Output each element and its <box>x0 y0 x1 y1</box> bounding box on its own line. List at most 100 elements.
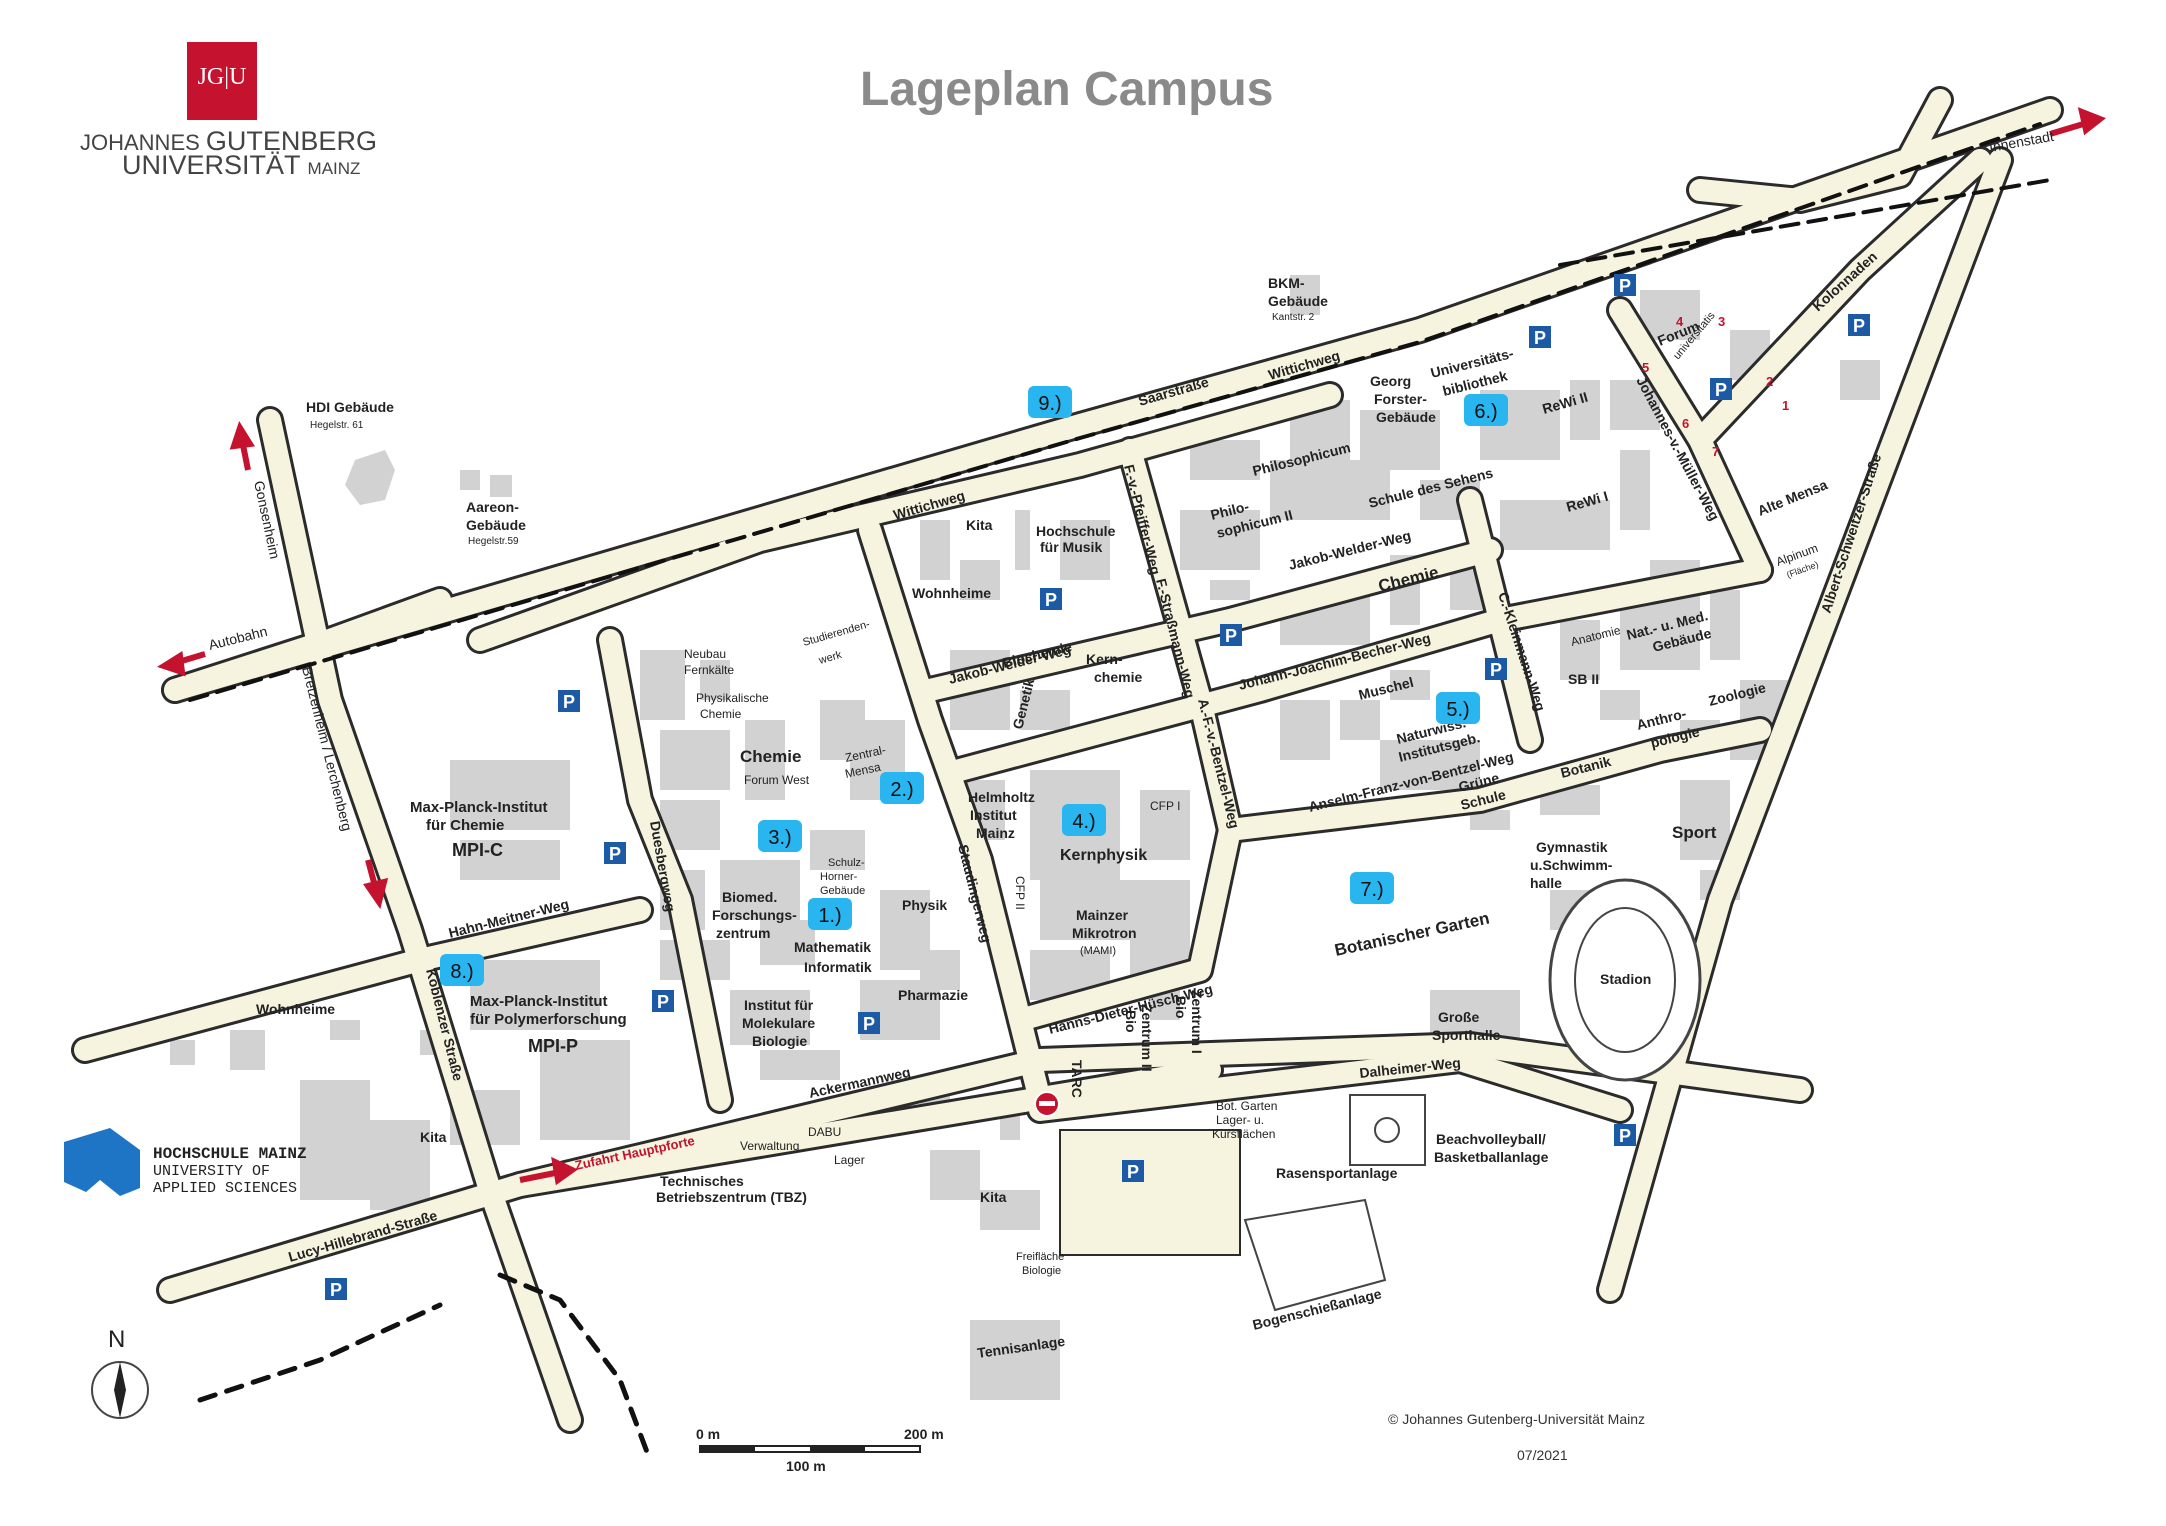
label-freiflaeche: Freifläche <box>1016 1251 1064 1263</box>
label-stadion: Stadion <box>1600 971 1651 987</box>
map-label: P <box>1225 626 1237 646</box>
label-4: 5 <box>1642 360 1649 375</box>
scale-end: 200 m <box>904 1426 944 1442</box>
label-beachvolleyball2: Basketballanlage <box>1434 1149 1549 1165</box>
label-imb2: Molekulare <box>742 1015 815 1031</box>
parking-icon: P <box>604 842 626 864</box>
parking-icon: P <box>1614 1124 1636 1146</box>
label-gymnastik2: u.Schwimm- <box>1530 857 1613 873</box>
arrow-zufahrt-icon <box>519 1156 578 1186</box>
direction-arrows <box>157 107 2106 1186</box>
label-georg-forster2: Forster- <box>1374 391 1427 407</box>
buildings <box>170 275 1880 1400</box>
label-wohnheime-n: Wohnheime <box>912 585 991 601</box>
label-grosse-sporthalle2: Sporthalle <box>1432 1027 1501 1043</box>
label-schulz2: Horner- <box>820 871 858 883</box>
label-kernchemie2: chemie <box>1094 669 1142 685</box>
map-label: P <box>1619 1126 1631 1146</box>
label-kernphysik: Kernphysik <box>1060 847 1147 864</box>
roads <box>71 86 2064 1463</box>
arrow-bretzenheim-icon <box>363 859 389 910</box>
label-neubau: Neubau <box>684 647 726 661</box>
no-entry-icon <box>1034 1091 1060 1117</box>
page-title: Lageplan Campus <box>860 63 1274 116</box>
parking-icon: P <box>325 1278 347 1300</box>
label-kita-s: Kita <box>980 1189 1007 1205</box>
marker-5: 5.) <box>1436 692 1480 724</box>
label-6: 7.) <box>1360 879 1383 901</box>
jgu-logo-icon: JG|U <box>187 42 257 120</box>
label-bio2b: Zentrum II <box>1139 1004 1155 1072</box>
compass-icon <box>91 1361 149 1419</box>
map-date: 07/2021 <box>1517 1447 1568 1463</box>
label-mpip3: MPI-P <box>528 1036 578 1056</box>
arrow-gonsenheim-icon <box>229 421 256 471</box>
label-bot-garten-lager: Bot. Garten <box>1216 1099 1277 1113</box>
label-botanischer-garten: Botanischer Garten <box>1333 909 1491 960</box>
label-phys-chemie2: Chemie <box>700 707 742 721</box>
parking-icon: P <box>858 1012 880 1034</box>
label-0: 1.) <box>818 905 841 927</box>
label-bot-garten-lager3: Kursflächen <box>1212 1127 1275 1141</box>
label-imb3: Biologie <box>752 1033 807 1049</box>
map-label: P <box>1534 328 1546 348</box>
label-beachvolleyball: Beachvolleyball/ <box>1436 1131 1546 1147</box>
label-georg-forster3: Gebäude <box>1376 409 1436 425</box>
label-helmholtz2: Institut <box>970 807 1017 823</box>
label-mpic2: für Chemie <box>426 817 504 834</box>
copyright: © Johannes Gutenberg-Universität Mainz <box>1388 1411 1645 1427</box>
label-mpic3: MPI-C <box>452 840 503 860</box>
map-label: P <box>563 692 575 712</box>
logo-letters: JG|U <box>197 64 247 90</box>
label-sport: Sport <box>1672 823 1717 842</box>
label-tarc: TARC <box>1069 1060 1085 1098</box>
label-dabu: DABU <box>808 1125 841 1139</box>
map-label: P <box>657 992 669 1012</box>
label-schulz: Schulz- <box>828 857 865 869</box>
map-label: P <box>609 844 621 864</box>
map-label: P <box>330 1280 342 1300</box>
markers: 1.) 2.) 3.) 4.) 5.) 6.) 7.) 8.) 9.) <box>440 386 1508 986</box>
label-aareon2: Gebäude <box>466 517 526 533</box>
logo-name-line2: UNIVERSITÄT MAINZ <box>122 150 361 180</box>
map-label: P <box>1045 590 1057 610</box>
map-label: P <box>863 1014 875 1034</box>
parking-icon: P <box>558 690 580 712</box>
label-verwaltung: Verwaltung <box>740 1139 799 1153</box>
label-tbz2: Betriebszentrum (TBZ) <box>656 1189 807 1205</box>
parking-icon: P <box>652 990 674 1012</box>
label-sb2: SB II <box>1568 671 1599 687</box>
label-mami: Mainzer <box>1076 907 1129 923</box>
parking-icon: P <box>1710 378 1732 400</box>
label-2: 3.) <box>768 827 791 849</box>
label-3: 4.) <box>1072 811 1095 833</box>
label-imb: Institut für <box>744 997 814 1013</box>
label-gymnastik3: halle <box>1530 875 1562 891</box>
map-label: P <box>1715 380 1727 400</box>
label-cfp2: CFP II <box>1013 876 1027 910</box>
label-chemie: Chemie <box>740 747 801 766</box>
label-7: 8.) <box>450 961 473 983</box>
label-bio2: Bio <box>1123 1010 1139 1033</box>
map-label: P <box>1619 276 1631 296</box>
label-schulz3: Gebäude <box>820 885 865 897</box>
parking-icon: P <box>1529 326 1551 348</box>
label-helmholtz3: Mainz <box>976 825 1015 841</box>
label-alte-mensa: Alte Mensa <box>1755 476 1830 519</box>
label-mami2: Mikrotron <box>1072 925 1137 941</box>
marker-9: 9.) <box>1028 386 1072 418</box>
label-hochschule-musik: Hochschule <box>1036 523 1116 539</box>
label-phys-chemie: Physikalische <box>696 691 769 705</box>
label-gymnastik: Gymnastik <box>1536 839 1608 855</box>
parking-icon: P <box>1040 588 1062 610</box>
hochschule-name: HOCHSCHULE MAINZ UNIVERSITY OF APPLIED S… <box>153 1145 307 1198</box>
label-cfp1: CFP I <box>1150 799 1180 813</box>
scale-start: 0 m <box>696 1426 721 1442</box>
label-bkm-addr: Kantstr. 2 <box>1272 312 1315 323</box>
hochschule-logo-icon <box>64 1128 140 1196</box>
scale-bar <box>699 1445 921 1453</box>
label-5: 6 <box>1682 416 1689 431</box>
label-aareon: Aareon- <box>466 499 519 515</box>
parking-signs: P P P P P P P P P P P P P P <box>325 274 1870 1300</box>
